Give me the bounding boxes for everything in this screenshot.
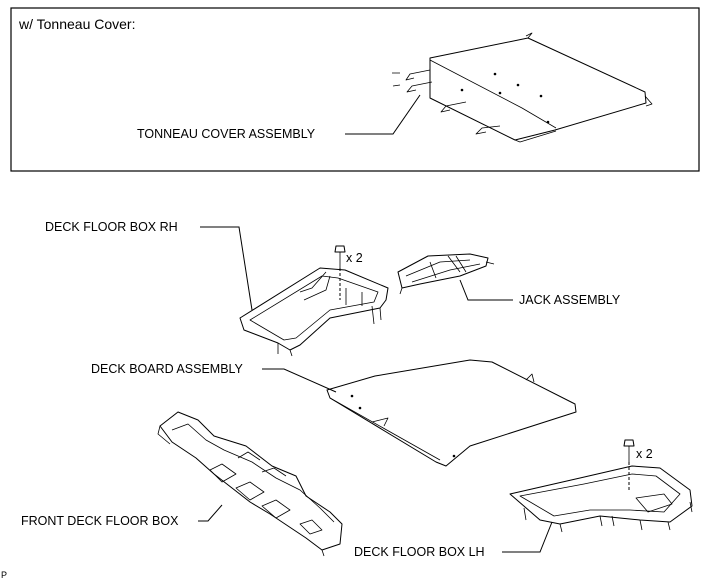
label-deck-board: DECK BOARD ASSEMBLY [91, 362, 244, 376]
tonneau-leader [345, 94, 421, 135]
deck-board-leader [262, 368, 337, 393]
tonneau-inset: w/ Tonneau Cover: TONNEAU COVER ASSEMBLY [10, 7, 700, 172]
bolt-lh-icon [623, 439, 635, 490]
label-front-deck-floor-box: FRONT DECK FLOOR BOX [21, 514, 179, 528]
deck-floor-box-lh [509, 465, 693, 533]
deck-floor-box-rh [239, 267, 389, 357]
corner-code: P [1, 570, 7, 580]
rh-leader [200, 226, 253, 311]
front-box-leader [198, 504, 223, 522]
label-deck-floor-box-rh: DECK FLOOR BOX RH [45, 220, 178, 234]
inset-frame [10, 7, 700, 172]
jack-leader [459, 279, 513, 301]
inset-title: w/ Tonneau Cover: [18, 16, 135, 32]
deck-board-assembly [326, 359, 577, 467]
bolt-rh-icon [334, 245, 346, 300]
label-jack-assembly: JACK ASSEMBLY [519, 293, 621, 307]
label-tonneau-cover: TONNEAU COVER ASSEMBLY [137, 127, 316, 141]
lh-leader [502, 521, 553, 553]
qty-rh-bolts: x 2 [346, 251, 363, 265]
jack-assembly [397, 253, 495, 295]
label-deck-floor-box-lh: DECK FLOOR BOX LH [354, 545, 485, 559]
front-deck-floor-box [157, 411, 343, 557]
qty-lh-bolts: x 2 [636, 447, 653, 461]
tonneau-cover-drawing [392, 32, 653, 143]
